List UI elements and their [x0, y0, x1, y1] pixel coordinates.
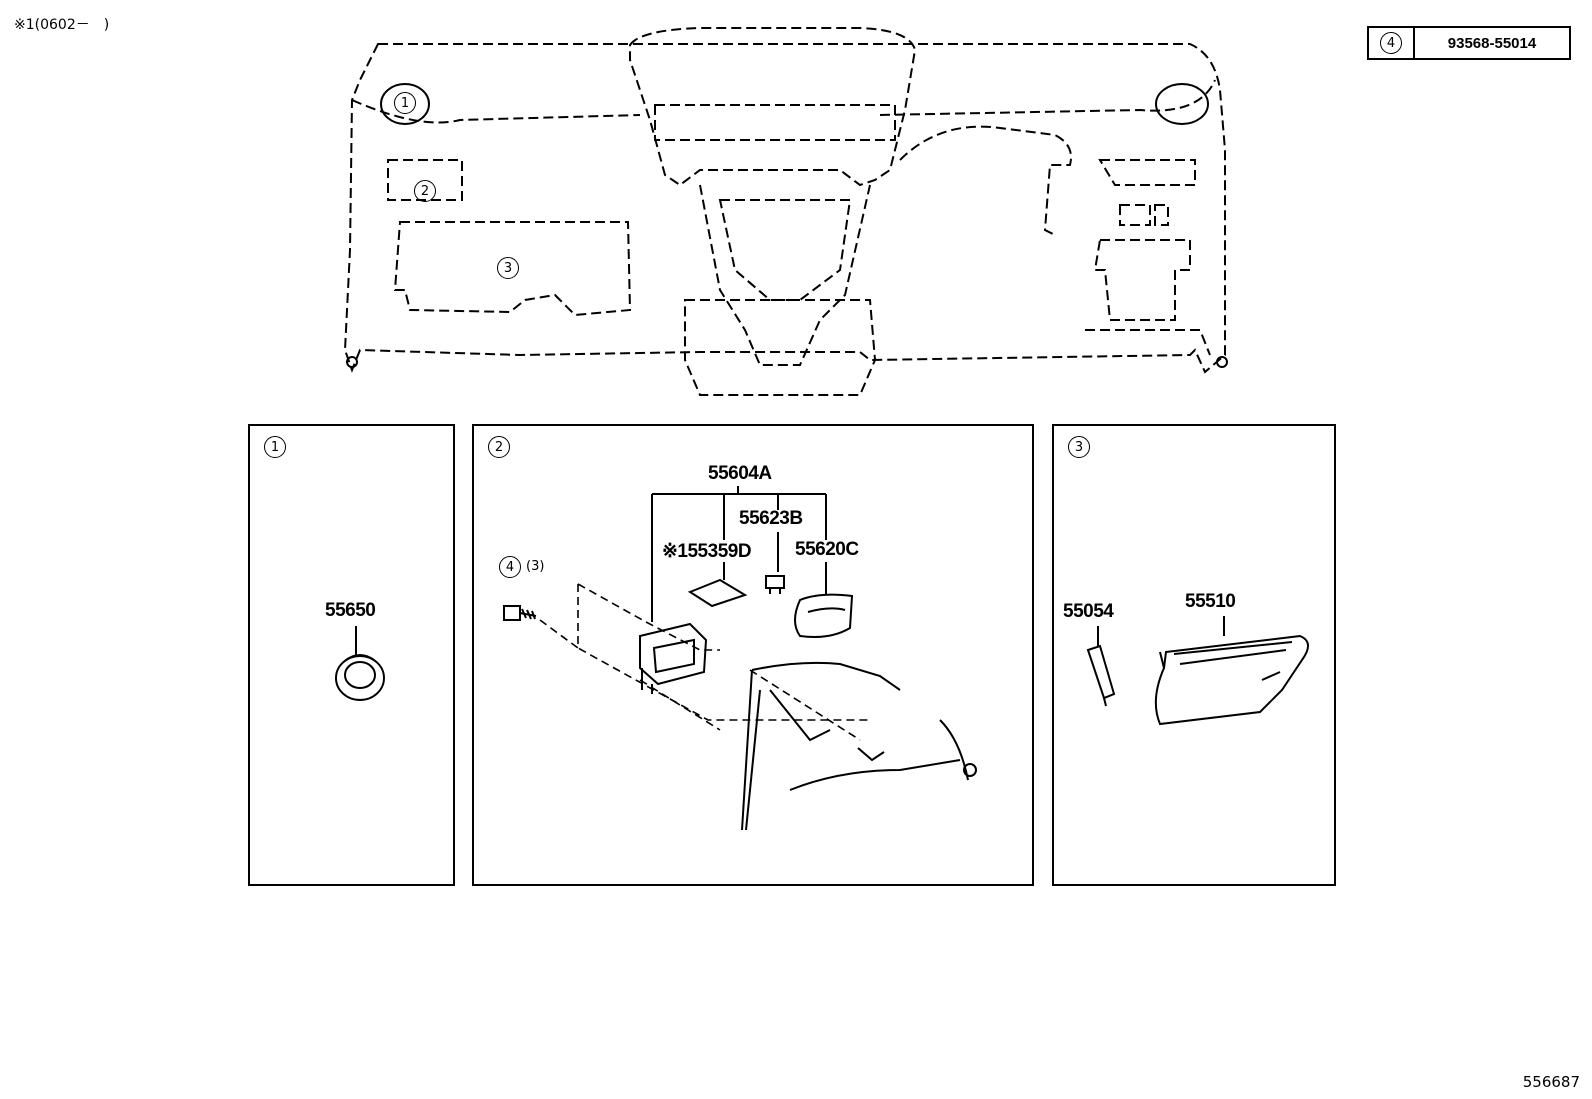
part-label-55620C: 55620C — [795, 539, 859, 560]
part-label-55054: 55054 — [1063, 601, 1114, 622]
part-label-55510: 55510 — [1185, 591, 1236, 612]
date-note: ※1(0602－ ) — [14, 17, 110, 33]
fastener-reference-box: 4 93568-55014 — [1367, 26, 1571, 60]
part-label-55604A: 55604A — [708, 463, 772, 484]
overview-callout-2: 2 — [414, 180, 436, 202]
detail-panel-1 — [248, 424, 455, 886]
part-label-55359D: ※155359D — [662, 541, 752, 562]
ref-part-number: 93568-55014 — [1447, 34, 1537, 52]
detail-panel-3 — [1052, 424, 1336, 886]
overview-callout-1: 1 — [394, 92, 416, 114]
figure-number: 556687 — [1522, 1073, 1580, 1091]
panel-1-callout: 1 — [264, 436, 286, 458]
ref-callout-4: 4 — [1380, 32, 1402, 54]
fastener-quantity: (3) — [526, 559, 545, 574]
detail-panel-2 — [472, 424, 1034, 886]
part-label-55650: 55650 — [325, 600, 376, 621]
panel-2-callout: 2 — [488, 436, 510, 458]
fastener-callout-4: 4 — [499, 556, 521, 578]
panel-3-callout: 3 — [1068, 436, 1090, 458]
part-label-55623B: 55623B — [739, 508, 803, 529]
overview-callout-3: 3 — [497, 257, 519, 279]
